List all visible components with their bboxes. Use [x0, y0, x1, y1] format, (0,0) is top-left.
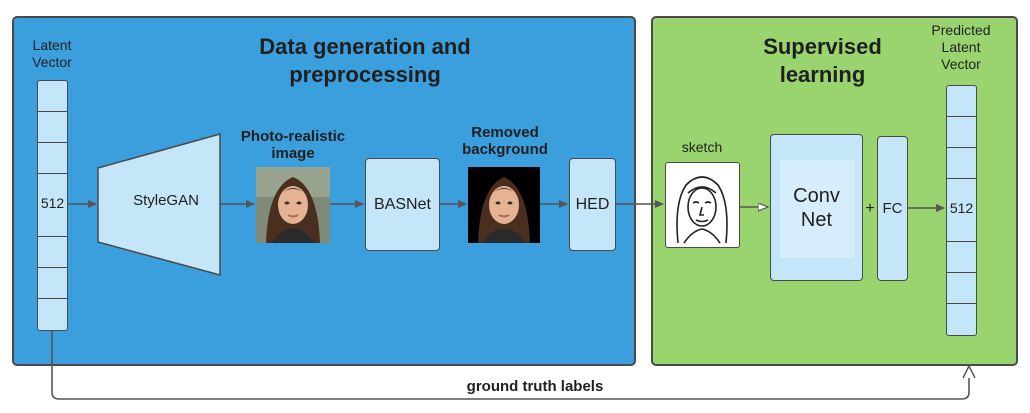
hed-label: HED	[575, 195, 610, 213]
removed-background-face-image	[468, 167, 540, 243]
fc-label: FC	[882, 200, 903, 217]
data-generation-title-line2: preprocessing	[289, 62, 441, 87]
vector-cell-divider	[947, 272, 976, 273]
convnet-box: Conv Net	[770, 134, 863, 281]
removed-background-label-line1: Removed	[471, 124, 539, 141]
vector-cell-divider	[947, 303, 976, 304]
latent-vector-label: Latent Vector	[20, 37, 84, 71]
fc-box: FC	[877, 136, 908, 281]
latent-vector-label-line1: Latent	[32, 37, 72, 53]
latent-vector-label-line2: Vector	[32, 54, 72, 70]
photo-realistic-label-line2: image	[271, 145, 315, 162]
stylegan-trapezoid	[97, 133, 221, 276]
vector-cell-divider	[38, 267, 67, 268]
convnet-label: Conv Net	[793, 184, 840, 232]
vector-cell-divider	[947, 147, 976, 148]
convnet-label-line1: Conv	[793, 184, 840, 207]
photo-realistic-label-line1: Photo-realistic	[240, 128, 346, 145]
ground-truth-connector	[51, 331, 970, 400]
data-generation-title-line1: Data generation and	[259, 34, 471, 59]
predicted-latent-vector: 512	[946, 85, 977, 336]
sketch-label: sketch	[681, 139, 723, 155]
hed-box: HED	[569, 158, 616, 251]
predicted-label-line2: Latent	[941, 39, 981, 55]
photo-realistic-face-image	[256, 167, 330, 243]
photo-realistic-label: Photo-realistic image	[228, 128, 358, 162]
vector-cell-divider	[947, 116, 976, 117]
vector-cell-divider	[38, 298, 67, 299]
supervised-title-line1: Supervised	[763, 34, 882, 59]
vector-cell-divider	[947, 241, 976, 242]
stylegan-label: StyleGAN	[133, 192, 199, 209]
removed-background-label: Removed background	[455, 124, 555, 158]
predicted-vector-size: 512	[949, 200, 974, 216]
vector-cell-divider	[947, 178, 976, 179]
ground-truth-labels-text: ground truth labels	[466, 378, 604, 395]
predicted-label-line1: Predicted	[931, 22, 991, 38]
convnet-inner-panel	[780, 160, 855, 258]
latent-vector-size: 512	[40, 195, 65, 211]
basnet-label: BASNet	[374, 195, 431, 213]
sketch-face-image	[665, 162, 740, 248]
plus-sign: +	[865, 200, 875, 217]
data-generation-title: Data generation and preprocessing	[200, 33, 530, 89]
ground-truth-arrowhead	[962, 364, 976, 379]
vector-cell-divider	[38, 236, 67, 237]
supervised-title-line2: learning	[779, 62, 866, 87]
removed-background-label-line2: background	[462, 141, 548, 158]
convnet-label-line2: Net	[800, 208, 833, 231]
predicted-label-line3: Vector	[941, 56, 981, 72]
latent-vector: 512	[37, 80, 68, 331]
vector-cell-divider	[38, 111, 67, 112]
basnet-box: BASNet	[365, 158, 440, 251]
supervised-learning-title: Supervised learning	[720, 33, 925, 89]
vector-cell-divider	[38, 142, 67, 143]
predicted-latent-vector-label: Predicted Latent Vector	[921, 22, 1001, 73]
vector-cell-divider	[38, 173, 67, 174]
